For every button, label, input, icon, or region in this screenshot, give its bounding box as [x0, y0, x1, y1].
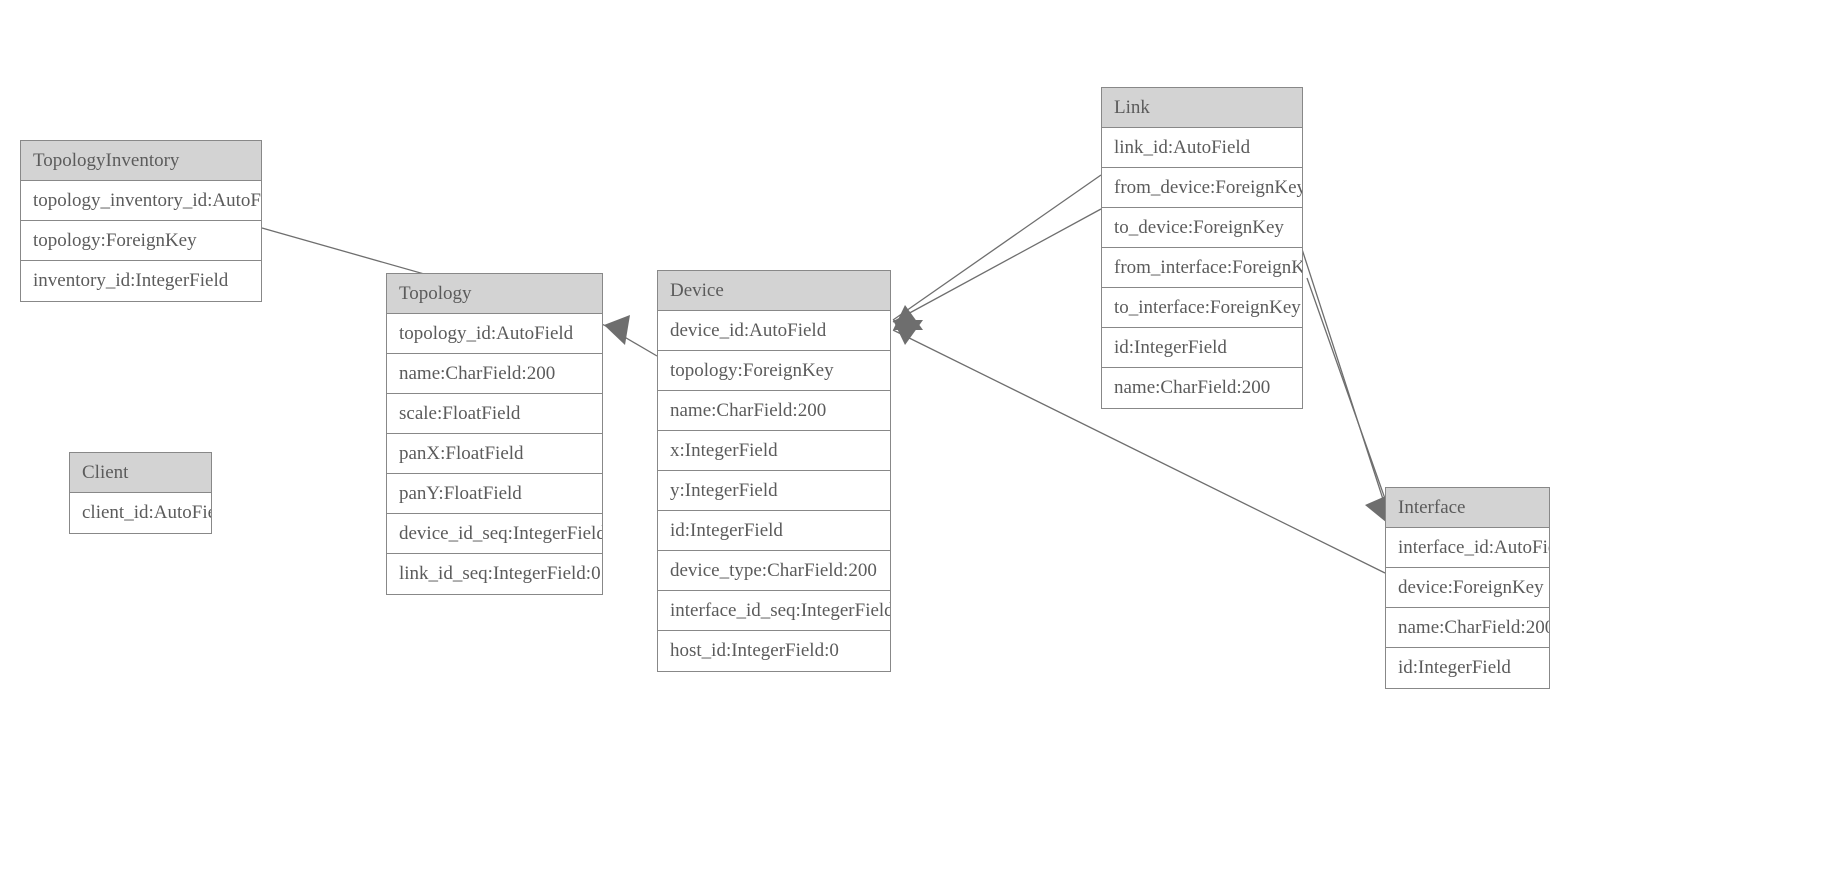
field-topology-name: name:CharField:200 [387, 354, 602, 394]
field-device-x: x:IntegerField [658, 431, 890, 471]
entity-topology[interactable]: Topology topology_id:AutoField name:Char… [386, 273, 603, 595]
field-interface-device: device:ForeignKey [1386, 568, 1549, 608]
field-topology-inventory-id: topology_inventory_id:AutoField [21, 181, 261, 221]
entity-topologyinventory[interactable]: TopologyInventory topology_inventory_id:… [20, 140, 262, 302]
field-topology-foreignkey: topology:ForeignKey [21, 221, 261, 261]
field-device-id-seq: device_id_seq:IntegerField:0 [387, 514, 602, 554]
field-to-device: to_device:ForeignKey [1102, 208, 1302, 248]
entity-link[interactable]: Link link_id:AutoField from_device:Forei… [1101, 87, 1303, 409]
field-from-device: from_device:ForeignKey [1102, 168, 1302, 208]
field-scale: scale:FloatField [387, 394, 602, 434]
entity-title-topologyinventory: TopologyInventory [21, 141, 261, 181]
entity-title-topology: Topology [387, 274, 602, 314]
entity-title-link: Link [1102, 88, 1302, 128]
field-interface-id-integer: id:IntegerField [1386, 648, 1549, 688]
field-interface-id-seq: interface_id_seq:IntegerField:0 [658, 591, 890, 631]
field-link-id-integer: id:IntegerField [1102, 328, 1302, 368]
field-device-topology: topology:ForeignKey [658, 351, 890, 391]
field-topology-id: topology_id:AutoField [387, 314, 602, 354]
field-interface-name: name:CharField:200 [1386, 608, 1549, 648]
field-to-interface: to_interface:ForeignKey [1102, 288, 1302, 328]
entity-device[interactable]: Device device_id:AutoField topology:Fore… [657, 270, 891, 672]
field-interface-id: interface_id:AutoField [1386, 528, 1549, 568]
field-device-id-integer: id:IntegerField [658, 511, 890, 551]
field-device-y: y:IntegerField [658, 471, 890, 511]
edge-link-to-interface [1306, 277, 1396, 528]
field-device-id: device_id:AutoField [658, 311, 890, 351]
field-device-type: device_type:CharField:200 [658, 551, 890, 591]
field-client-id: client_id:AutoField [70, 493, 211, 533]
edge-device-topology [603, 315, 658, 357]
field-pany: panY:FloatField [387, 474, 602, 514]
edge-link-from-interface [1299, 242, 1393, 528]
edge-link-to-device [892, 208, 1102, 323]
field-device-name: name:CharField:200 [658, 391, 890, 431]
entity-title-interface: Interface [1386, 488, 1549, 528]
entity-title-client: Client [70, 453, 211, 493]
entity-client[interactable]: Client client_id:AutoField [69, 452, 212, 534]
field-inventory-id: inventory_id:IntegerField [21, 261, 261, 301]
field-link-id: link_id:AutoField [1102, 128, 1302, 168]
entity-interface[interactable]: Interface interface_id:AutoField device:… [1385, 487, 1550, 689]
edge-link-from-device [892, 174, 1102, 345]
field-link-id-seq: link_id_seq:IntegerField:0 [387, 554, 602, 594]
field-panx: panX:FloatField [387, 434, 602, 474]
entity-title-device: Device [658, 271, 890, 311]
field-host-id: host_id:IntegerField:0 [658, 631, 890, 671]
field-link-name: name:CharField:200 [1102, 368, 1302, 408]
field-from-interface: from_interface:ForeignKey [1102, 248, 1302, 288]
